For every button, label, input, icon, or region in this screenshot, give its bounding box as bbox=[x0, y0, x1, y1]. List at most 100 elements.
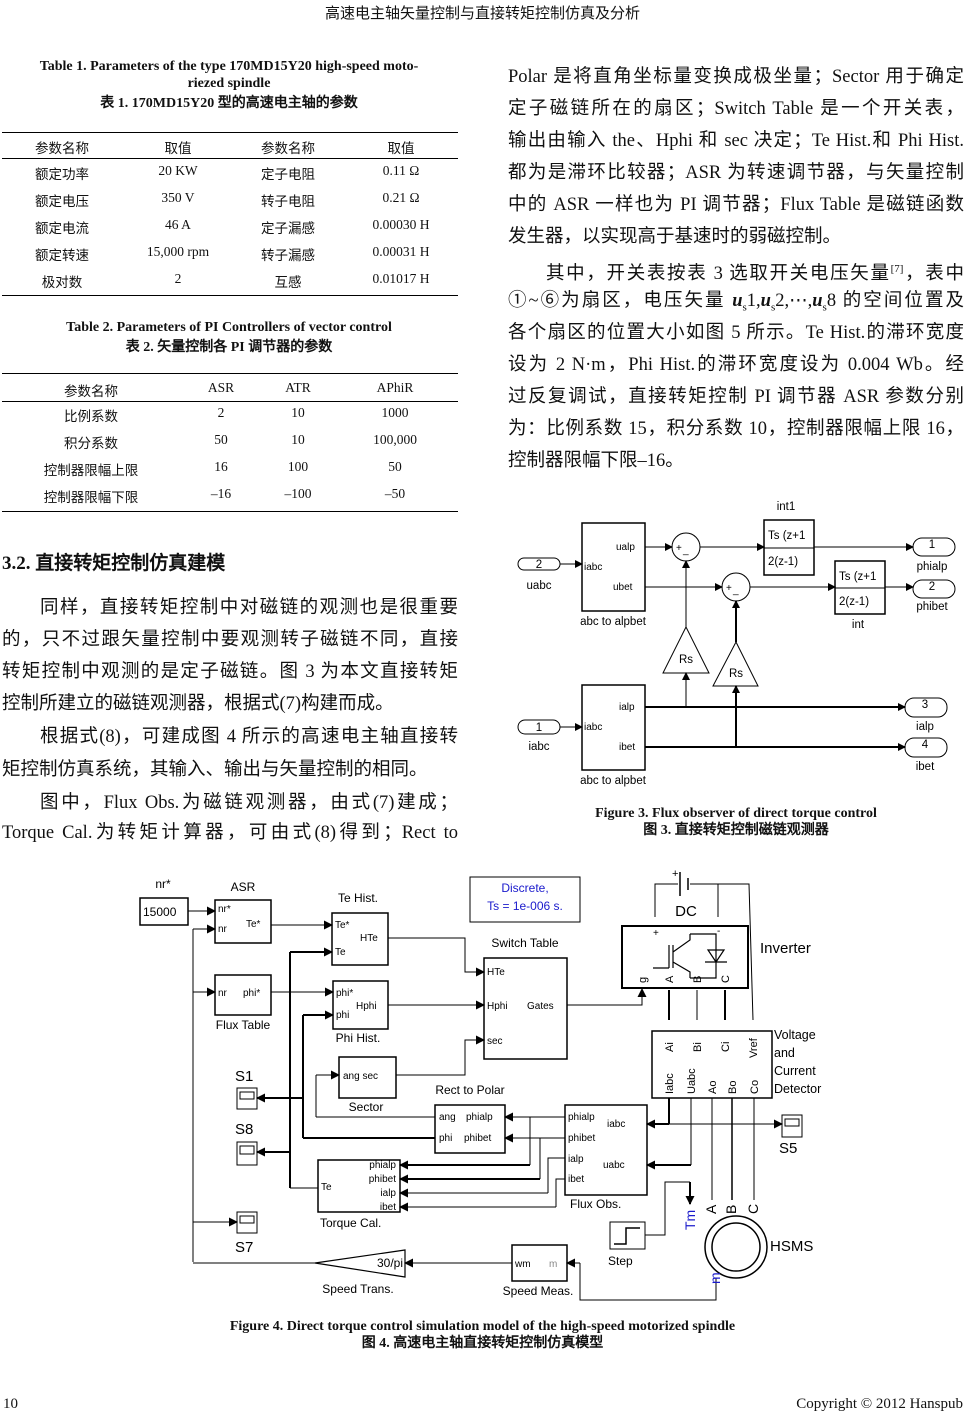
table2-caption-en: Table 2. Parameters of PI Controllers of… bbox=[66, 320, 392, 335]
inport-number: 2 bbox=[536, 559, 542, 571]
table-header-cell: 取值 bbox=[387, 141, 415, 156]
block-title: Sector bbox=[349, 1100, 384, 1114]
port-label: ang sec bbox=[343, 1071, 378, 1082]
block-title: DC bbox=[675, 903, 697, 920]
port-label: iabc bbox=[584, 562, 602, 573]
port-label: phialp bbox=[568, 1112, 595, 1123]
body-line: Polar 是将直角坐标量变换成极坐量；Sector 用于确定 bbox=[508, 67, 964, 87]
outport-number: 3 bbox=[922, 699, 928, 711]
port-label: phibet bbox=[464, 1133, 491, 1144]
table-cell: –16 bbox=[210, 486, 232, 501]
table-cell: 比例系数 bbox=[64, 409, 118, 424]
polarity-label: + bbox=[672, 868, 678, 880]
motor-port-label: A bbox=[703, 1204, 719, 1214]
block-title: Flux Obs. bbox=[570, 1197, 621, 1211]
port-label: nr bbox=[218, 988, 228, 999]
port-label: iabc bbox=[584, 722, 602, 733]
port-label: Ao bbox=[707, 1081, 719, 1094]
gain-label: Rs bbox=[679, 654, 693, 666]
table-cell: 2 bbox=[217, 405, 225, 420]
body-line: 转矩控制中观测的是定子磁链。图 3 为本文直接转矩 bbox=[2, 662, 458, 682]
tf-denominator: 2(z-1) bbox=[768, 556, 798, 568]
body-line: 发生器，以实现高于基速时的弱磁控制。 bbox=[508, 227, 842, 247]
table-header-cell: APhiR bbox=[376, 380, 414, 395]
table-header-cell: ATR bbox=[285, 380, 311, 395]
scope-s7[interactable] bbox=[236, 1211, 258, 1234]
tf-numerator: Ts (z+1 bbox=[839, 571, 876, 583]
block-label: int1 bbox=[777, 501, 796, 513]
table-cell: 0.01017 H bbox=[372, 271, 430, 286]
body-text: 2,⋯, bbox=[775, 291, 813, 311]
port-label: B bbox=[692, 976, 704, 983]
table-cell: 定子电阻 bbox=[261, 167, 315, 182]
figure4-dtc-simulation-model: nr* 15000 ASR nr* nr Te* nr phi* Flux Ta… bbox=[139, 868, 821, 1301]
table-cell: 转子漏感 bbox=[261, 248, 315, 263]
scope-s8[interactable] bbox=[236, 1141, 258, 1166]
port-label: A bbox=[664, 975, 676, 983]
outport-number: 2 bbox=[929, 581, 935, 593]
table-cell: –50 bbox=[384, 486, 406, 501]
body-line: 控制器限幅下限–16。 bbox=[508, 451, 684, 471]
port-label: Ai bbox=[664, 1042, 676, 1052]
scope-label: S1 bbox=[235, 1068, 253, 1085]
port-label: ibet bbox=[380, 1202, 396, 1213]
block-title: Step bbox=[608, 1254, 633, 1268]
table-cell: 互感 bbox=[274, 275, 302, 290]
figure4-caption: Figure 4. Direct torque control simulati… bbox=[0, 1318, 965, 1352]
block-title: Speed Meas. bbox=[503, 1284, 574, 1298]
step-icon bbox=[614, 1227, 640, 1245]
port-label: HTe bbox=[487, 967, 505, 978]
port-label: phibet bbox=[568, 1133, 595, 1144]
table1-caption-en-1: Table 1. Parameters of the type 170MD15Y… bbox=[39, 59, 419, 74]
table-cell: 15,000 rpm bbox=[146, 244, 210, 259]
port-label: ibet bbox=[619, 742, 635, 753]
port-label: Te* bbox=[246, 919, 261, 930]
block-title: Voltage bbox=[774, 1028, 816, 1042]
body-text: 1, bbox=[746, 291, 761, 311]
body-line: Torque Cal.为转矩计算器，可由式(8)得到；Rect to bbox=[2, 823, 458, 843]
scope-s1[interactable] bbox=[236, 1087, 258, 1110]
port-label: ibet bbox=[568, 1174, 584, 1185]
port-label: m bbox=[549, 1259, 557, 1270]
scope-s5[interactable] bbox=[781, 1114, 803, 1138]
discrete-label: Discrete, bbox=[501, 881, 548, 895]
body-line: 过反复调试，直接转矩控制 PI 调节器 ASR 参数分别 bbox=[508, 387, 964, 407]
table1-bottom-rule bbox=[2, 295, 458, 296]
inport-number: 1 bbox=[536, 722, 542, 734]
body-line: 图中，Flux Obs.为磁链观测器，由式(7)建成； bbox=[40, 793, 458, 813]
te-hist-block bbox=[331, 912, 389, 966]
body-line: 输出由输入 the、Hphi 和 sec 决定；Te Hist.和 Phi Hi… bbox=[508, 131, 964, 151]
port-label: Gates bbox=[527, 1001, 554, 1012]
gain-value: 30/pi bbox=[377, 1256, 403, 1270]
port-label: Co bbox=[749, 1080, 761, 1094]
block-title: Inverter bbox=[760, 940, 811, 957]
port-label: phi bbox=[336, 1010, 349, 1021]
table-cell: 46 A bbox=[165, 217, 191, 232]
block-title: Current bbox=[774, 1064, 816, 1078]
port-label: wm bbox=[514, 1259, 531, 1270]
table-cell: 16 bbox=[214, 459, 228, 474]
outport-label: phialp bbox=[917, 561, 948, 573]
port-label: Uabc bbox=[686, 1068, 698, 1094]
table-cell: 额定电压 bbox=[35, 194, 89, 209]
sum-sign: + bbox=[726, 583, 732, 594]
sum-sign: + bbox=[676, 543, 682, 554]
block-title: Torque Cal. bbox=[320, 1216, 381, 1230]
table-cell: 控制器限幅上限 bbox=[43, 463, 139, 478]
torque-cal-block bbox=[317, 1159, 401, 1213]
subscript: s bbox=[822, 301, 827, 314]
block-title: Switch Table bbox=[491, 936, 558, 950]
table-cell: 350 V bbox=[161, 190, 195, 205]
table-cell: 50 bbox=[214, 432, 228, 447]
port-label: Ci bbox=[720, 1042, 732, 1052]
port-label: Hphi bbox=[356, 1001, 377, 1012]
outport-label: phibet bbox=[916, 601, 948, 613]
port-label: phi* bbox=[243, 988, 260, 999]
body-line: ①~⑥为扇区，电压矢量 us1,us2,⋯,us8 的空间位置及 bbox=[508, 289, 964, 314]
figure3-caption-cn: 图 3. 直接转矩控制磁链观测器 bbox=[643, 823, 829, 838]
body-text: 其中，开关表按表 3 选取开关电压矢量 bbox=[546, 264, 891, 285]
body-line: 其中，开关表按表 3 选取开关电压矢量[7]，表中 bbox=[546, 257, 964, 285]
voltage-vector-symbol: u bbox=[732, 291, 743, 311]
body-line: 各个扇区的位置大小如图 5 所示。Te Hist.的滞环宽度 bbox=[508, 323, 964, 343]
table-header-cell: 参数名称 bbox=[35, 141, 89, 156]
